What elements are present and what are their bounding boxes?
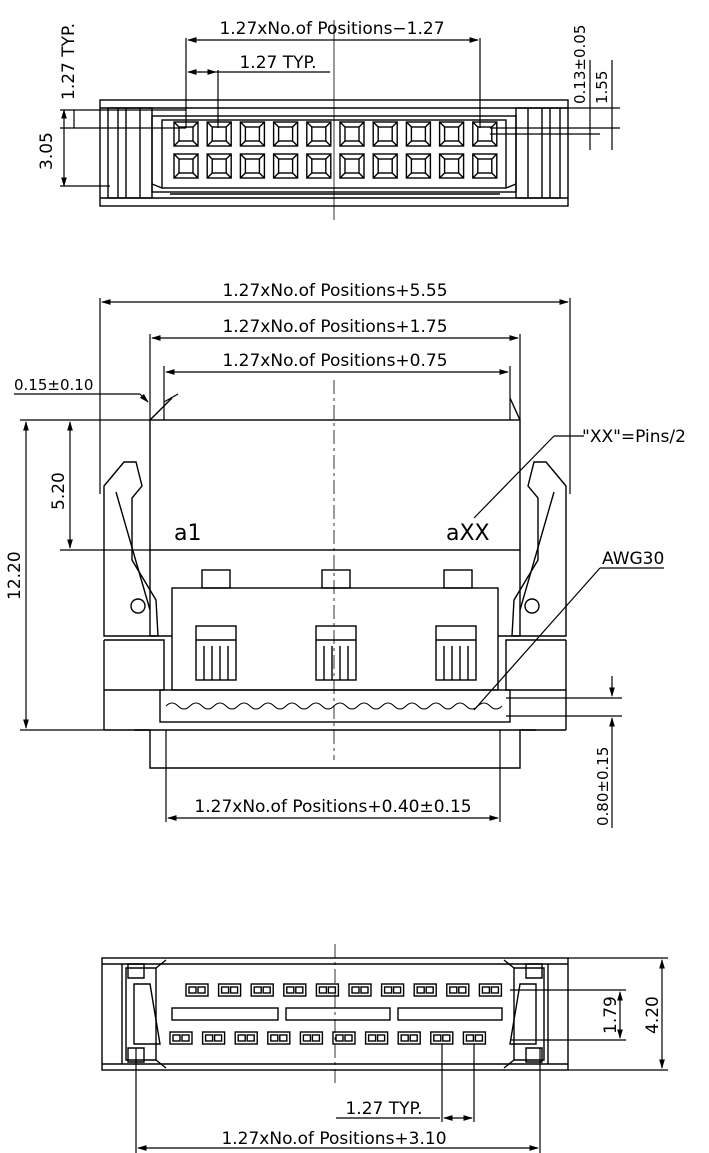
flat-cable: [159, 689, 511, 723]
dim-front-offset: 0.15±0.10: [14, 376, 93, 394]
idc-contact: [435, 625, 477, 681]
pin-cell: [173, 153, 199, 179]
bottom-view: [101, 944, 569, 1084]
pin-pad: [413, 983, 437, 997]
dim-bottom-height: 4.20: [643, 996, 663, 1034]
pin-cell: [472, 153, 498, 179]
pin-pad: [267, 1031, 291, 1045]
pin-pad: [234, 1031, 258, 1045]
label-last-pin: aXX: [446, 521, 490, 546]
pin-pad: [299, 1031, 324, 1045]
pin-pad: [332, 1031, 356, 1045]
pin-pad: [217, 983, 242, 997]
pin-cell: [306, 121, 332, 147]
dim-pin-offset: 1.55: [593, 71, 611, 104]
note-wire: AWG30: [602, 549, 664, 569]
dim-cable-gap: 0.80±0.15: [594, 747, 612, 826]
front-lower-body: [171, 587, 499, 691]
pin-pad: [348, 983, 372, 997]
top-pin-grid: [173, 121, 498, 179]
label-first-pin: a1: [174, 521, 201, 546]
pin-cell: [206, 121, 232, 147]
dim-pitch-span: 1.27xNo.of Positions−1.27: [219, 19, 444, 39]
left-latch: [103, 461, 159, 637]
pin-cell: [239, 153, 266, 179]
pin-cell: [405, 153, 432, 179]
pin-cell: [239, 121, 266, 147]
pin-pad: [397, 1031, 421, 1045]
pin-pad: [364, 1031, 389, 1045]
dim-left-pitch: 1.27 TYP.: [59, 23, 79, 100]
bottom-cover: [134, 729, 536, 769]
front-upper-body: [149, 419, 521, 551]
note-xx: "XX"=Pins/2: [582, 427, 686, 447]
dim-bottom-width: 1.27xNo.of Positions+0.40±0.15: [194, 797, 471, 817]
pin-pad: [446, 983, 470, 997]
pin-cell: [206, 153, 232, 179]
idc-contact: [315, 625, 357, 681]
pin-cell: [272, 153, 299, 179]
pin-cell: [438, 153, 465, 179]
pin-pad: [283, 983, 307, 997]
bottom-view-dimensions: [135, 957, 668, 1153]
pin-pad: [478, 983, 503, 997]
dim-pitch-typ: 1.27 TYP.: [239, 53, 316, 73]
dim-bottom-overall: 1.27xNo.of Positions+3.10: [221, 1129, 446, 1149]
dim-front-body: 1.27xNo.of Positions+1.75: [222, 317, 447, 337]
dim-upper-height: 5.20: [49, 472, 69, 510]
pin-cell: [272, 121, 299, 147]
bottom-pin-grid: [169, 983, 503, 1045]
pin-cell: [339, 121, 365, 147]
pin-cell: [372, 153, 398, 179]
front-view-dimensions: [14, 298, 664, 828]
dim-top-height: 3.05: [37, 132, 57, 170]
pin-cell: [372, 121, 398, 147]
pin-pad: [250, 983, 274, 997]
pin-cell: [405, 121, 432, 147]
pin-cell: [306, 153, 332, 179]
pin-cell: [339, 153, 365, 179]
pin-pad: [201, 1031, 226, 1045]
pin-pad: [185, 983, 209, 997]
dim-row-spacing: 1.79: [601, 996, 621, 1034]
top-view-labels: 1.27xNo.of Positions−1.27 1.27 TYP. 1.27…: [37, 19, 611, 170]
idc-contact: [195, 625, 237, 681]
bottom-view-labels: 1.79 4.20 1.27 TYP. 1.27xNo.of Positions…: [221, 996, 663, 1149]
top-view: [99, 20, 569, 220]
dim-front-inner: 1.27xNo.of Positions+0.75: [222, 351, 447, 371]
pin-pad: [462, 1031, 487, 1045]
dim-front-overall: 1.27xNo.of Positions+5.55: [222, 281, 447, 301]
dim-bottom-pitch-typ: 1.27 TYP.: [345, 1099, 422, 1119]
pin-cell: [438, 121, 465, 147]
dim-total-height: 12.20: [5, 551, 25, 600]
dim-pin-width: 0.13±0.05: [571, 25, 589, 104]
pin-pad: [380, 983, 405, 997]
top-view-dimensions: [60, 37, 620, 187]
pin-pad: [430, 1031, 454, 1045]
front-view-labels: 1.27xNo.of Positions+5.55 1.27xNo.of Pos…: [5, 281, 686, 826]
pin-pad: [169, 1031, 193, 1045]
front-view: [103, 380, 567, 769]
